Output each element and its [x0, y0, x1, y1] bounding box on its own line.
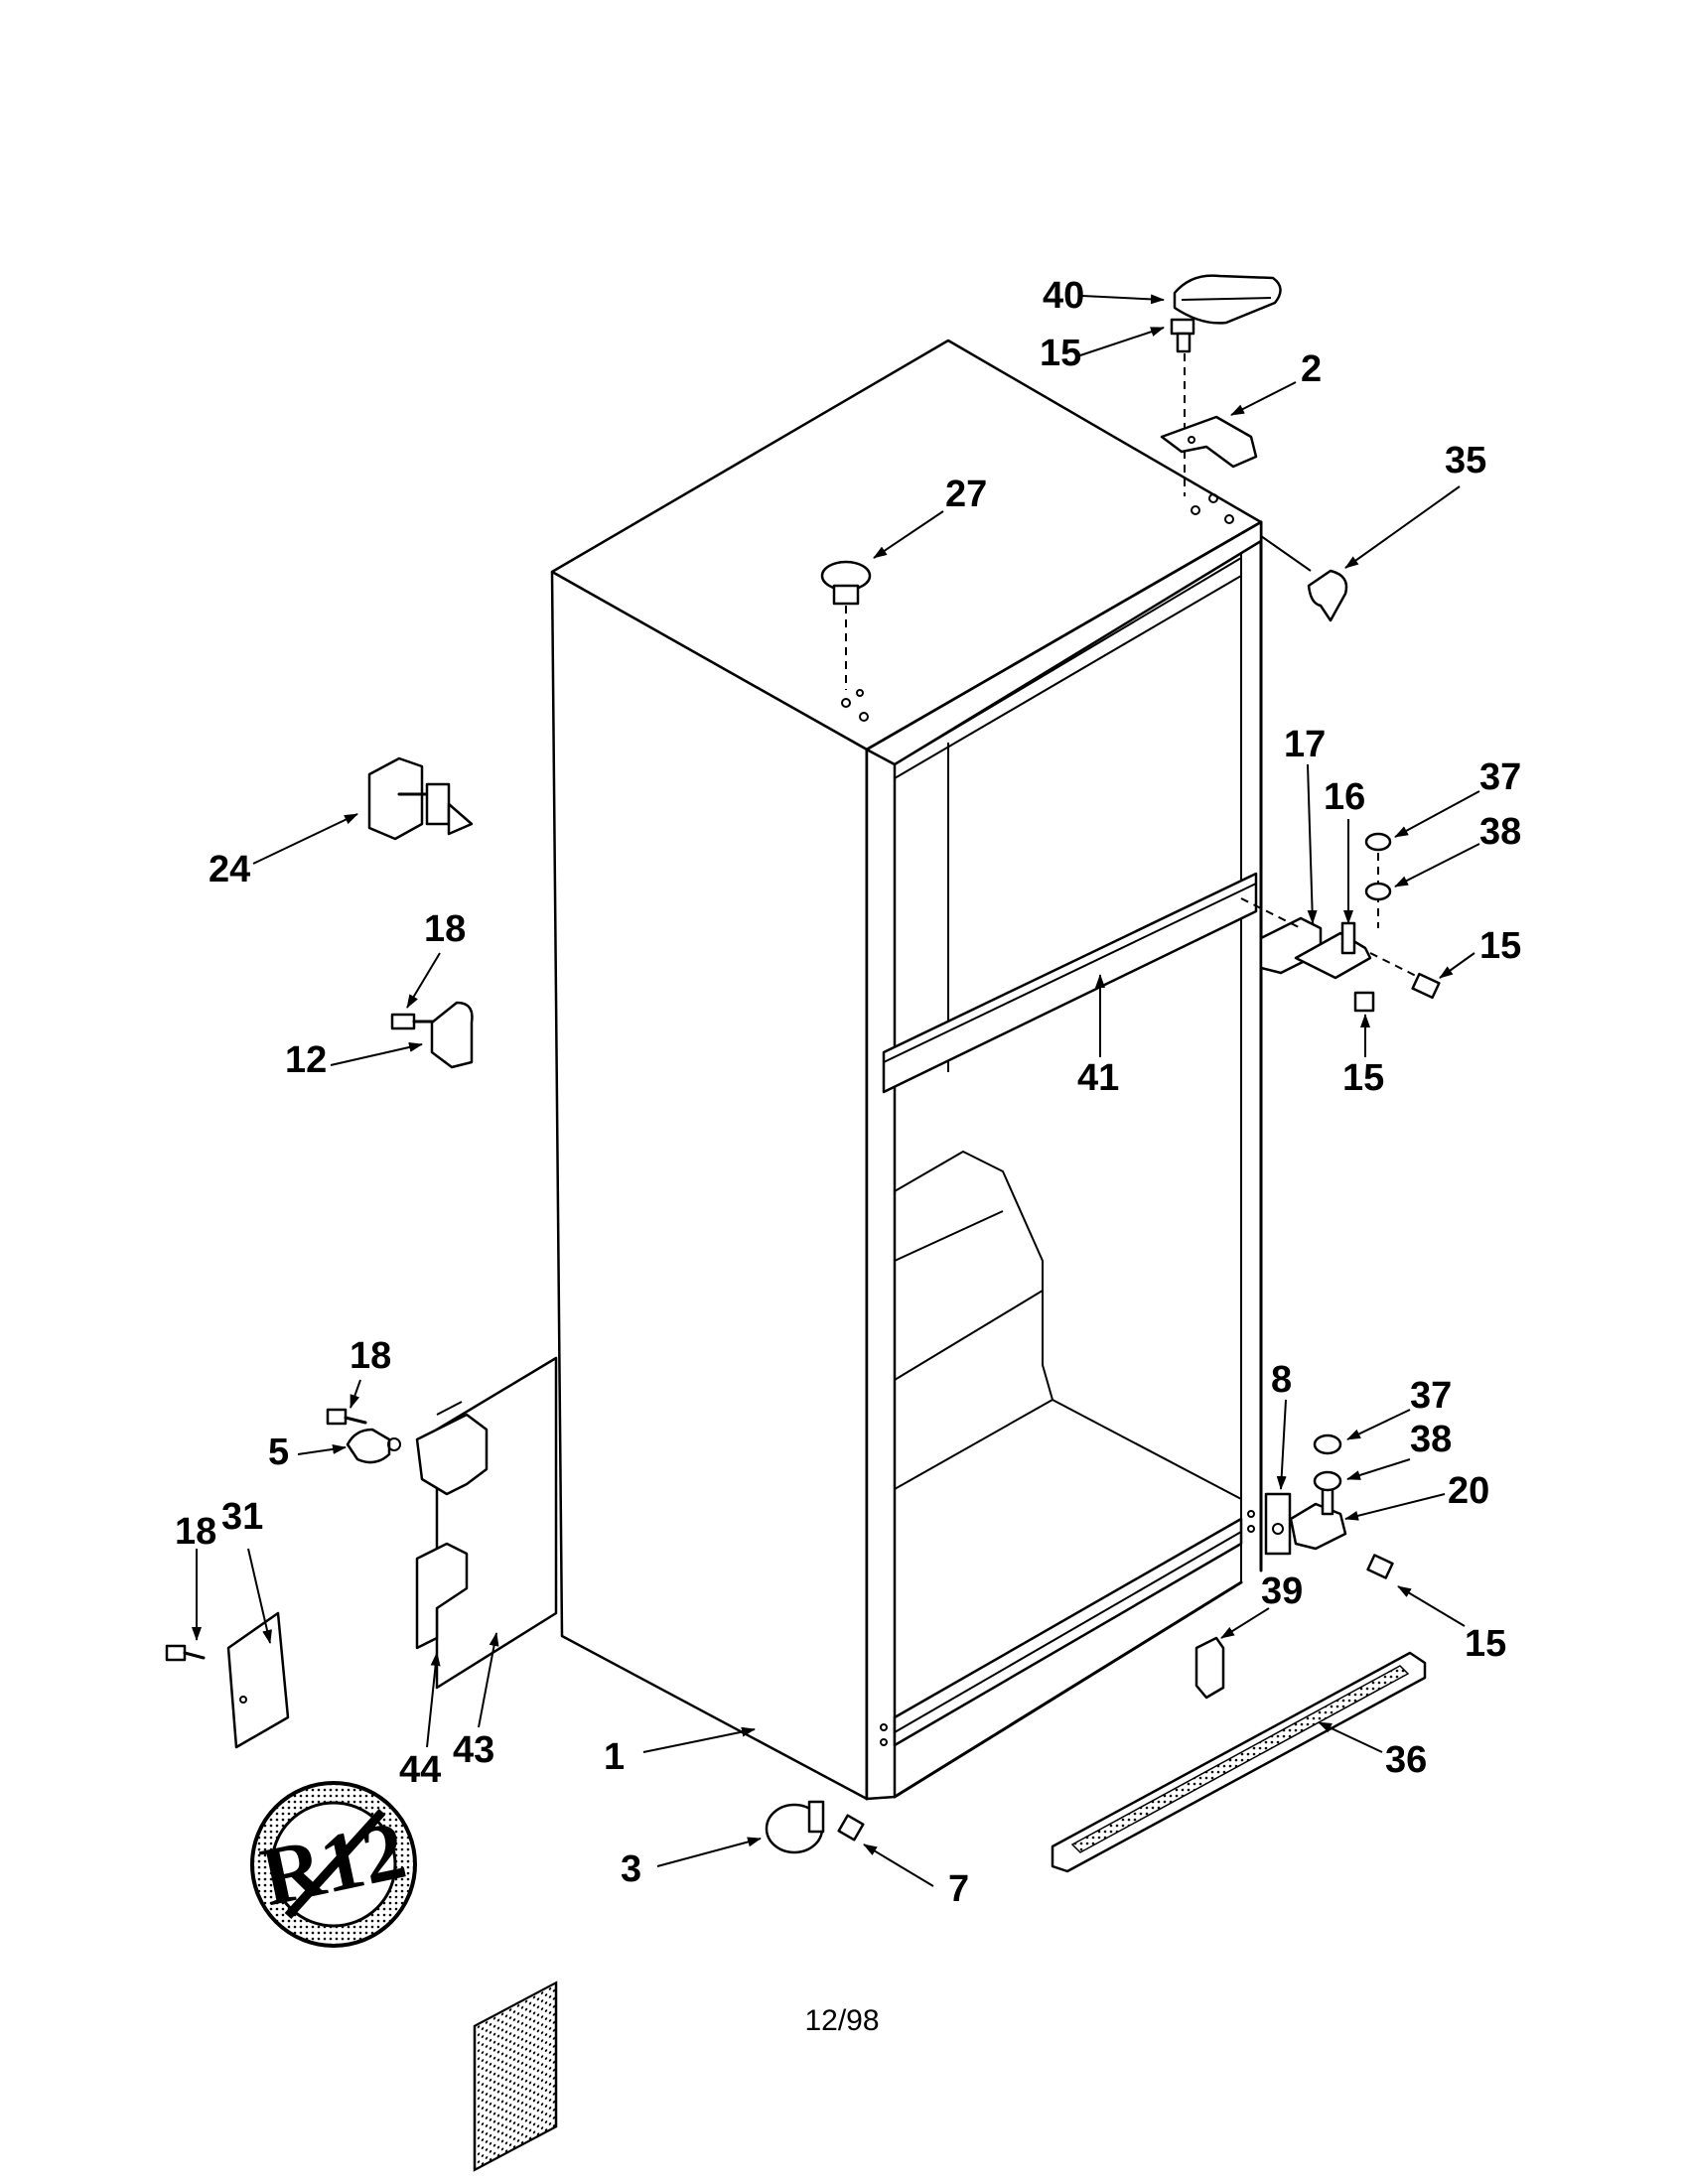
cabinet-body — [435, 339, 1263, 1801]
hinge-cover-part — [1173, 274, 1282, 325]
lower-hinge-part — [1264, 1482, 1347, 1556]
label-37: 37 — [1479, 756, 1521, 798]
label-15: 15 — [1479, 925, 1521, 967]
label-38: 38 — [1479, 811, 1521, 853]
top-hinge-part — [1160, 415, 1258, 469]
label-15: 15 — [1040, 333, 1081, 374]
label-18: 18 — [350, 1335, 391, 1377]
no-r12-logo: R12 — [250, 1781, 417, 1948]
label-24: 24 — [209, 849, 250, 890]
label-31: 31 — [221, 1496, 263, 1538]
label-27: 27 — [945, 474, 987, 515]
label-15: 15 — [1465, 1623, 1506, 1665]
screws-near-hinge-part — [1353, 972, 1441, 1013]
label-40: 40 — [1043, 275, 1084, 317]
washer-bottom-part — [1313, 1433, 1342, 1492]
label-38: 38 — [1410, 1419, 1452, 1460]
label-12: 12 — [285, 1039, 327, 1081]
label-18: 18 — [424, 908, 466, 950]
label-7: 7 — [948, 1868, 969, 1910]
label-18: 18 — [175, 1511, 216, 1553]
label-35: 35 — [1445, 440, 1486, 481]
bolt-part — [367, 756, 474, 841]
callout-labels: 40 15 2 35 27 17 16 37 38 15 15 41 24 18… — [175, 275, 1521, 1910]
clamp-part — [326, 1408, 401, 1464]
insulation-pad-part — [473, 1980, 558, 2172]
screw-part — [1170, 318, 1195, 353]
leveling-leg-part — [765, 1800, 825, 1854]
label-37: 37 — [1410, 1375, 1452, 1417]
toe-grille-part — [1051, 1651, 1427, 1873]
washer-top-part — [1364, 832, 1392, 901]
label-3: 3 — [621, 1848, 641, 1890]
label-2: 2 — [1301, 348, 1322, 390]
label-44: 44 — [399, 1749, 441, 1791]
label-15: 15 — [1342, 1057, 1384, 1099]
screw-lower-left-part — [165, 1644, 206, 1662]
screw-7-part — [837, 1814, 865, 1842]
bracket-part — [390, 1001, 474, 1069]
clip-part — [1194, 1636, 1225, 1700]
label-43: 43 — [453, 1729, 494, 1771]
leader-lines — [192, 294, 1480, 1887]
cover-plate-part — [226, 1611, 290, 1749]
hinge-pin-cover-part — [1307, 569, 1348, 622]
label-8: 8 — [1271, 1359, 1292, 1401]
label-39: 39 — [1261, 1570, 1303, 1612]
plug-part — [820, 560, 872, 606]
label-1: 1 — [604, 1736, 625, 1778]
label-36: 36 — [1385, 1739, 1427, 1781]
center-hinge-part — [1259, 916, 1372, 980]
label-20: 20 — [1448, 1470, 1489, 1512]
bracket-44-part — [415, 1401, 489, 1650]
label-17: 17 — [1284, 724, 1326, 765]
label-16: 16 — [1324, 776, 1365, 818]
label-41: 41 — [1077, 1057, 1119, 1099]
label-5: 5 — [268, 1432, 289, 1473]
footer-date: 12/98 — [804, 2004, 879, 2037]
screw-lower-right-part — [1366, 1554, 1394, 1579]
